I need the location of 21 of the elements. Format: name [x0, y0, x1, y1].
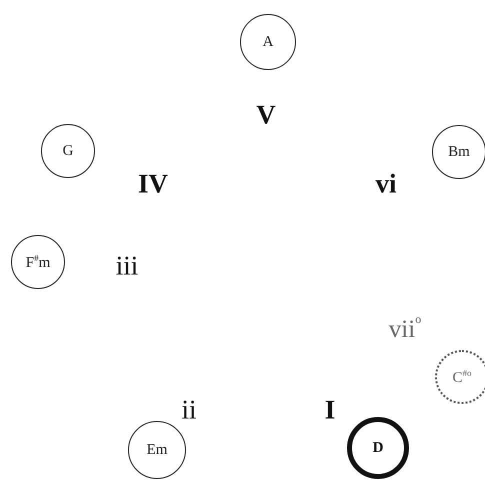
chord-circle — [435, 350, 485, 404]
chord-name: D — [372, 440, 384, 456]
chord-name: C$^{#o}$ — [452, 368, 472, 386]
chord-circle — [11, 235, 65, 289]
roman-numeral: iii — [116, 250, 138, 282]
chord-name: Em — [146, 442, 168, 458]
chord-name: G — [62, 142, 74, 160]
chord-circle — [240, 14, 296, 70]
chord-name: F$^{#}$m — [26, 252, 50, 272]
roman-numeral: vii$^{o}$ — [388, 312, 422, 344]
roman-numeral: I — [324, 394, 336, 426]
chord-circle — [347, 417, 409, 479]
roman-numeral: V — [256, 100, 276, 130]
chord-name: Bm — [448, 144, 470, 160]
chord-circle — [128, 421, 186, 479]
chord-circle — [432, 125, 485, 179]
chord-name: A — [262, 34, 274, 50]
chord-circle — [41, 124, 95, 178]
roman-numeral: vi — [376, 168, 396, 200]
roman-numeral: IV — [138, 168, 168, 200]
roman-numeral: ii — [182, 394, 196, 426]
